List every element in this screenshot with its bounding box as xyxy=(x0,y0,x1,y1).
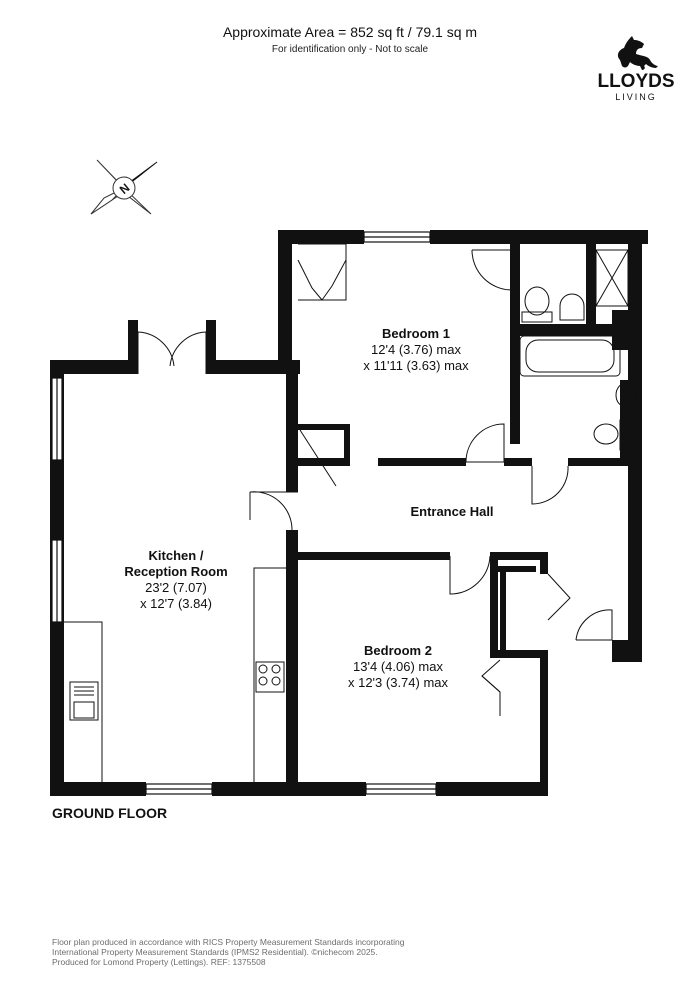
lloyds-living-logo: LLOYDS LIVING xyxy=(586,30,686,106)
footer-line: Floor plan produced in accordance with R… xyxy=(52,937,405,947)
room-name: Bedroom 1 xyxy=(382,326,450,341)
footer-line: Produced for Lomond Property (Lettings).… xyxy=(52,957,266,967)
room-label-kitchen: Kitchen / Reception Room 23'2 (7.07) x 1… xyxy=(124,548,227,612)
footer-line: International Property Measurement Stand… xyxy=(52,947,378,957)
logo-sub: LIVING xyxy=(615,92,657,102)
room-label-entrance-hall: Entrance Hall xyxy=(410,504,493,520)
room-name: Bedroom 2 xyxy=(364,643,432,658)
room-name: Reception Room xyxy=(124,564,228,579)
approximate-area-text: Approximate Area = 852 sq ft / 79.1 sq m xyxy=(222,24,478,40)
room-dimension: x 12'7 (3.84) xyxy=(140,596,212,611)
room-label-bedroom2: Bedroom 2 13'4 (4.06) max x 12'3 (3.74) … xyxy=(348,643,448,691)
walls xyxy=(50,230,648,796)
doors xyxy=(137,243,613,716)
room-name: Kitchen / xyxy=(148,548,204,563)
black-horse-icon: LLOYDS LIVING xyxy=(597,36,675,102)
room-dimension: x 11'11 (3.63) max xyxy=(363,358,469,373)
room-dimension: 12'4 (3.76) max xyxy=(371,342,461,357)
bathroom-fittings xyxy=(519,249,637,451)
room-name: Entrance Hall xyxy=(410,504,494,519)
room-dimension: 23'2 (7.07) xyxy=(145,580,207,595)
floor-label: GROUND FLOOR xyxy=(52,805,168,821)
kitchen-fittings xyxy=(64,567,286,782)
room-dimension: 13'4 (4.06) max xyxy=(353,659,443,674)
room-dimension: x 12'3 (3.74) max xyxy=(347,675,449,690)
footer-note: Floor plan produced in accordance with R… xyxy=(52,937,532,967)
room-label-bedroom1: Bedroom 1 12'4 (3.76) max x 11'11 (3.63)… xyxy=(363,326,468,374)
north-compass-icon: N xyxy=(90,159,158,215)
logo-brand: LLOYDS xyxy=(597,71,674,92)
windows xyxy=(51,231,437,795)
identification-note: For identification only - Not to scale xyxy=(271,44,429,55)
